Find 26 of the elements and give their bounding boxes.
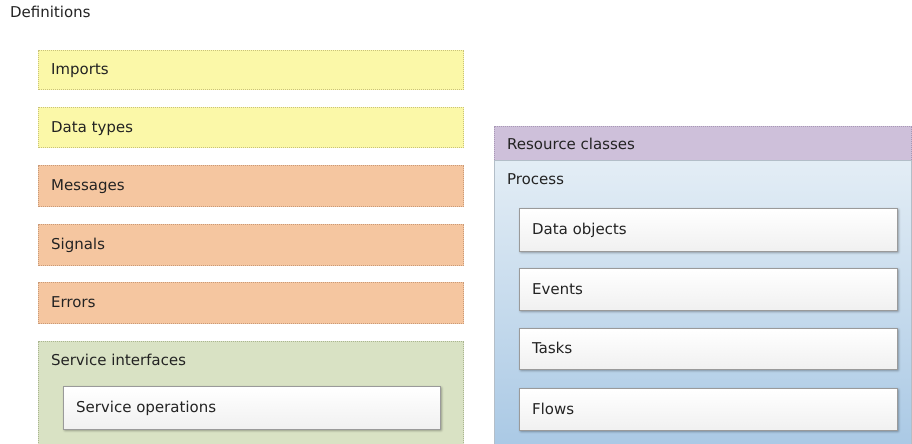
box-label: Data objects [532, 220, 627, 238]
element-box [63, 386, 441, 430]
element-box [519, 388, 898, 431]
box-label: Service interfaces [51, 351, 186, 369]
box-label: Signals [51, 235, 105, 253]
box-label: Service operations [76, 398, 216, 416]
element-box [519, 208, 898, 252]
element-box [519, 268, 898, 311]
definition-box [38, 50, 464, 90]
box-label: Resource classes [507, 135, 635, 153]
definition-box [38, 165, 464, 207]
box-label: Process [507, 170, 564, 188]
box-label: Messages [51, 176, 125, 194]
diagram-title: Definitions [10, 3, 90, 21]
definition-box [38, 282, 464, 324]
box-label: Events [532, 280, 583, 298]
definition-box [38, 107, 464, 148]
box-label: Imports [51, 60, 109, 78]
definition-box [38, 224, 464, 266]
box-label: Data types [51, 118, 133, 136]
box-label: Flows [532, 400, 574, 418]
element-box [519, 328, 898, 370]
box-label: Tasks [532, 339, 572, 357]
box-label: Errors [51, 293, 96, 311]
container-box [494, 160, 912, 444]
container-box [38, 341, 464, 444]
